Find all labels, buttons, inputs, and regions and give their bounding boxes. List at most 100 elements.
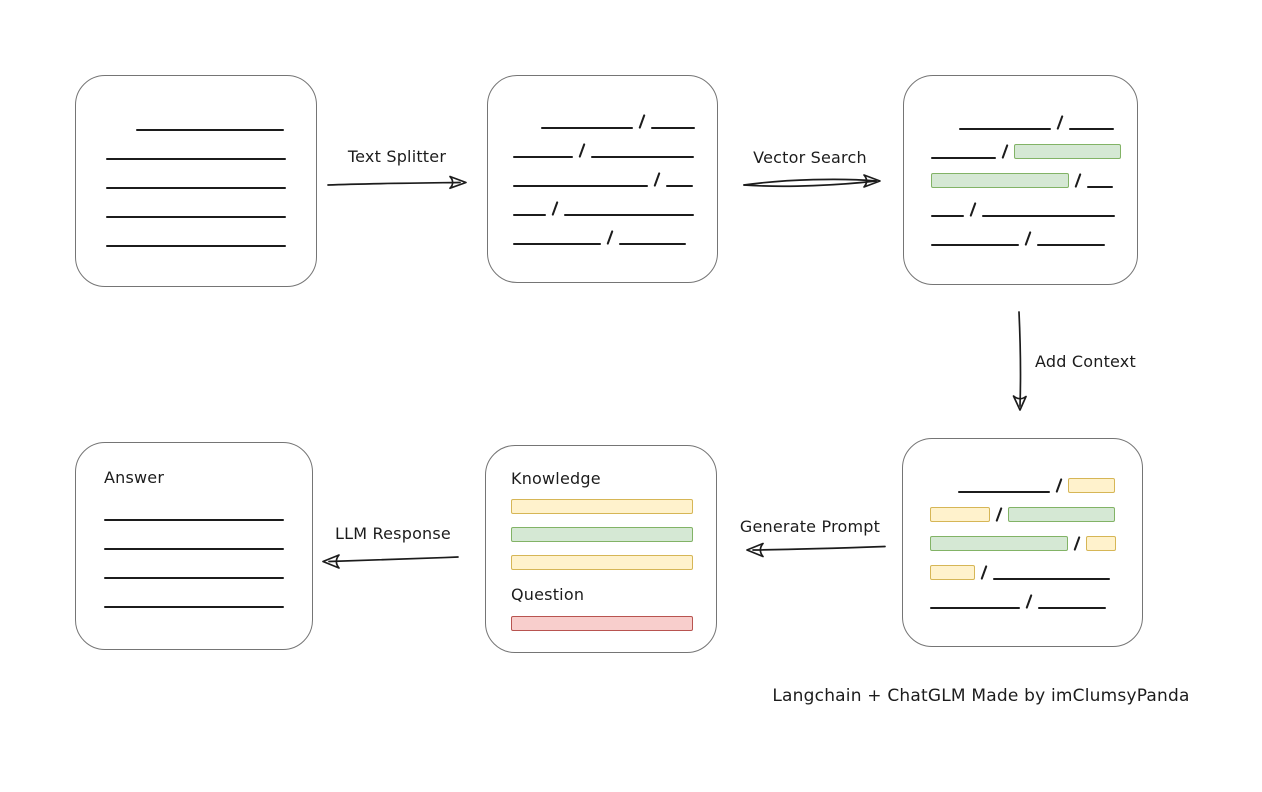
chunk-row [513,113,717,129]
slash-mark [1001,144,1009,159]
slash-mark [551,201,559,216]
text-line [619,243,686,245]
split-chunks-box [487,75,718,283]
chunk-row [106,144,316,160]
text-line [106,245,286,247]
chunk-row [106,231,316,247]
chunk-row [930,506,1142,522]
text-line [993,577,1110,580]
answer-box: Answer [75,442,313,650]
slash-mark [606,230,614,245]
text-line [1038,606,1106,609]
yellow-chunk-bar [511,555,693,570]
text-line [931,157,996,159]
chunk-row [931,201,1137,217]
slash-mark [653,172,661,187]
slash-mark [1073,535,1081,551]
text-line [106,216,286,218]
add-context-label: Add Context [1035,352,1136,371]
text-line [104,548,284,550]
green-chunk-bar [511,527,693,542]
matched-chunk [1014,144,1121,159]
split-chunks-lines [488,76,717,282]
right-arrow-icon [327,175,467,190]
generate-prompt-arrow [737,537,887,561]
vector-search-label: Vector Search [753,148,867,167]
down-arrow-icon [1012,311,1027,411]
text-line [982,215,1115,217]
chunk-row [104,592,312,608]
chunk-row [931,172,1137,188]
slash-mark [1024,231,1032,246]
chunk-row [930,564,1142,580]
answer-lines [104,505,312,608]
chunk-row [930,477,1142,493]
generate-prompt-label: Generate Prompt [739,517,881,536]
chunk-row [931,143,1137,159]
document-box [75,75,317,287]
vector-search-arrow [742,168,890,194]
yellow-chunk-bar [511,499,693,514]
prompt-box: Knowledge Question [485,445,717,653]
chunk-row [930,535,1142,551]
vector-matched-chunks-box [903,75,1138,285]
context-chunks-lines [903,439,1142,646]
slash-mark [1056,115,1064,130]
text-line [1087,186,1113,188]
chunk-row [106,202,316,218]
chunk-row [104,505,312,521]
chunk-row [513,200,717,216]
right-double-arrow-icon [743,174,881,188]
question-bars [511,616,716,631]
answer-box-content: Answer [76,443,312,608]
context-chunks-box [902,438,1143,647]
slash-mark [995,506,1003,522]
text-line [591,156,694,158]
text-line [564,214,694,216]
text-line [106,187,286,189]
chunk-row [930,593,1142,609]
llm-response-arrow [315,547,460,573]
chunk-row [106,115,316,131]
text-line [651,127,695,129]
chunk-row [106,173,316,189]
chunk-row [104,563,312,579]
matched-chunk [930,535,1068,551]
context-chunk [1068,477,1115,493]
slash-mark [1074,173,1082,188]
slash-mark [638,114,646,129]
add-context-arrow [1008,310,1034,418]
chunk-row [513,142,717,158]
text-splitter-arrow [326,170,474,194]
text-line [104,577,284,579]
text-line [513,156,573,158]
question-label: Question [511,585,585,604]
matched-chunk [1008,506,1115,522]
text-line [541,127,633,129]
answer-label: Answer [104,468,165,487]
text-line [106,158,286,160]
document-lines [76,76,316,286]
text-line [513,243,601,245]
text-line [930,606,1020,609]
knowledge-bars [511,499,716,570]
slash-mark [980,564,988,580]
text-line [1037,244,1105,246]
text-line [513,185,648,187]
text-line [666,185,693,187]
knowledge-label: Knowledge [511,469,601,488]
chunk-row [513,229,717,245]
slash-mark [969,202,977,217]
chunk-row [931,114,1137,130]
text-splitter-label: Text Splitter [347,147,447,166]
chunk-row [104,534,312,550]
chunk-row [513,171,717,187]
text-line [931,244,1019,246]
text-line [104,606,284,608]
text-line [513,214,546,216]
left-arrow-icon [322,554,459,569]
vector-matched-chunks-lines [904,76,1137,284]
left-arrow-icon [746,542,886,558]
matched-chunk [931,173,1069,188]
